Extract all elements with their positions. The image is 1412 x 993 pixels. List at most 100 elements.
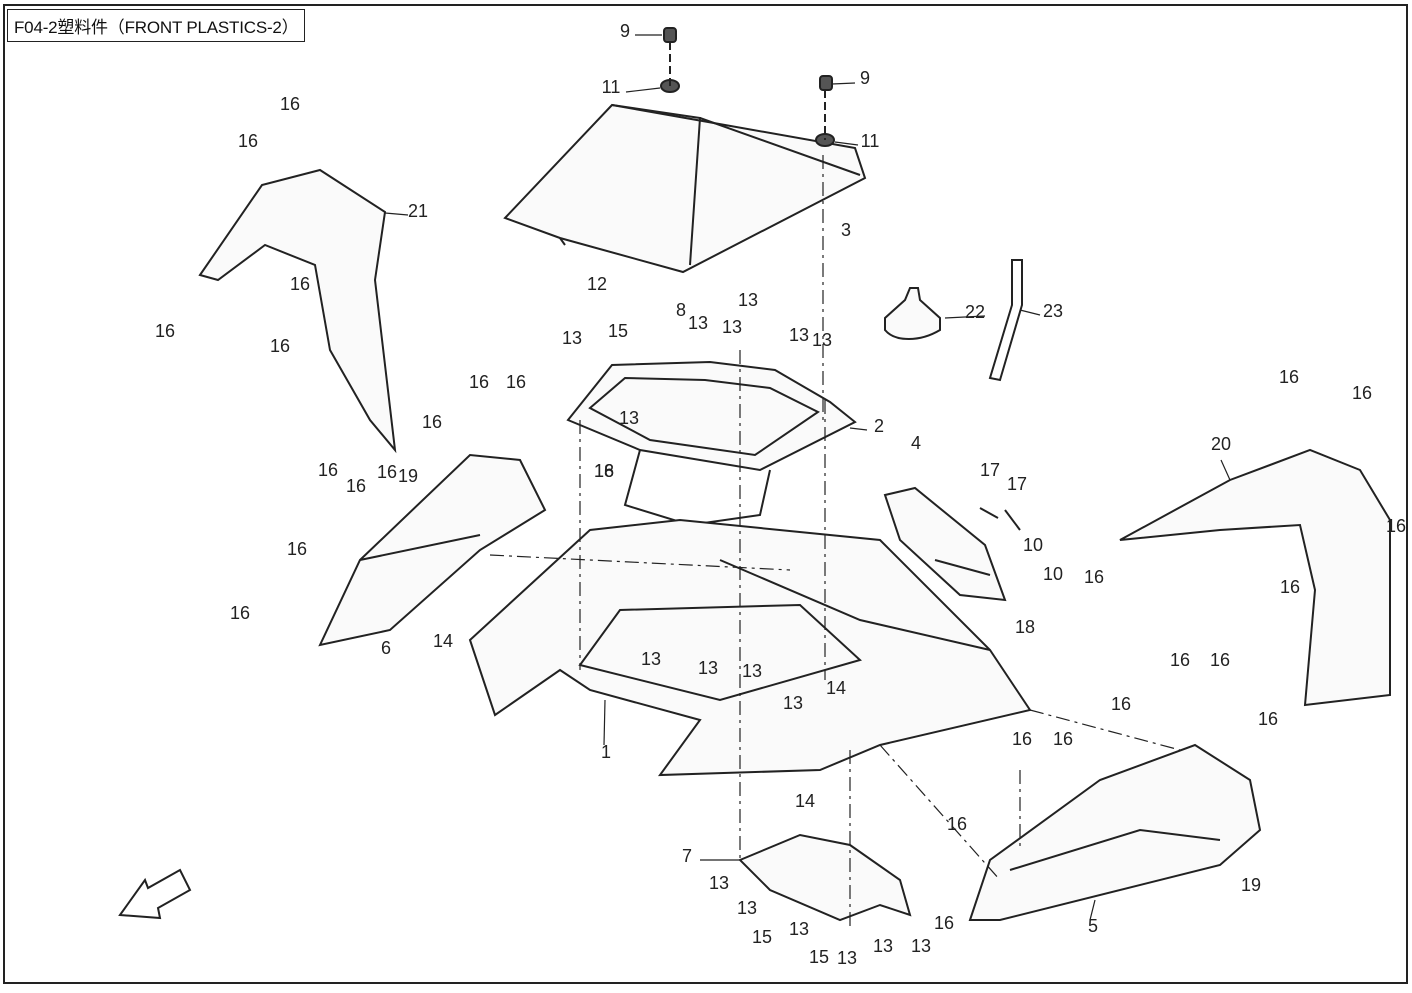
callout-label-9: 16	[155, 321, 175, 341]
callout-label-16: 13	[688, 313, 708, 333]
callout-label-42: 16	[1279, 367, 1299, 387]
part-9-11-bolts-right	[815, 75, 835, 147]
callout-label-64: 13	[737, 898, 757, 918]
callout-label-23: 23	[1043, 301, 1063, 321]
callout-label-21: 2	[874, 416, 884, 436]
callout-label-11: 16	[318, 460, 338, 480]
callout-label-59: 16	[1053, 729, 1073, 749]
callout-label-67: 15	[809, 947, 829, 967]
callout-label-43: 16	[1352, 383, 1372, 403]
leader-line-7	[849, 427, 868, 431]
callout-label-72: 16	[1258, 709, 1278, 729]
callout-label-53: 18	[1015, 617, 1035, 637]
callout-label-13: 8	[676, 300, 686, 320]
callout-label-12: 12	[587, 274, 607, 294]
callout-label-1: 11	[602, 77, 621, 97]
callout-label-70: 13	[911, 936, 931, 956]
callout-label-36: 14	[433, 631, 453, 651]
callout-label-6: 16	[238, 131, 258, 151]
callout-label-62: 7	[682, 846, 692, 866]
callout-label-0: 9	[620, 21, 630, 41]
leader-line-4	[384, 212, 409, 216]
part-7-lower-bracket	[738, 833, 912, 922]
leader-lines	[384, 34, 1231, 921]
callout-label-31: 16	[287, 539, 307, 559]
leader-line-3	[834, 141, 859, 146]
part-20-right-fender	[1119, 448, 1391, 707]
part-17-pins	[979, 507, 1021, 531]
callout-label-28: 16	[377, 462, 397, 482]
callout-label-57: 16	[1111, 694, 1131, 714]
callout-label-20: 13	[812, 330, 832, 350]
callout-label-8: 16	[290, 274, 310, 294]
callout-label-40: 10	[1023, 535, 1043, 555]
leader-line-6	[1019, 309, 1041, 316]
callout-label-48: 13	[641, 649, 661, 669]
leader-line-1	[625, 87, 661, 93]
callout-label-41: 10	[1043, 564, 1063, 584]
part-1-front-body	[468, 518, 1032, 777]
callout-label-34: 18	[594, 461, 614, 481]
callout-label-26: 16	[506, 372, 526, 392]
callout-label-14: 15	[608, 321, 628, 341]
callout-label-69: 13	[873, 936, 893, 956]
callout-label-68: 13	[837, 948, 857, 968]
leader-line-10	[1089, 899, 1096, 921]
part-6-left-side-panel	[318, 453, 547, 647]
callout-label-54: 1	[601, 742, 611, 762]
leader-line-9	[603, 699, 606, 746]
callout-label-45: 16	[1084, 567, 1104, 587]
callout-label-39: 17	[1007, 474, 1027, 494]
leader-line-8	[1220, 459, 1231, 481]
callout-label-50: 13	[742, 661, 762, 681]
diagram-title: F04-2塑料件（FRONT PLASTICS-2）	[7, 9, 306, 42]
callout-label-55: 16	[1170, 650, 1190, 670]
part-9-11-bolts-left	[660, 27, 680, 93]
outer-border	[3, 4, 1408, 984]
callout-label-24: 13	[619, 408, 639, 428]
part-23-hose	[988, 259, 1023, 382]
callout-label-3: 11	[861, 131, 880, 151]
callout-label-10: 16	[270, 336, 290, 356]
front-direction-arrow-icon	[118, 868, 192, 920]
callout-label-29: 16	[346, 476, 366, 496]
callout-label-51: 13	[783, 693, 803, 713]
callout-label-38: 17	[980, 460, 1000, 480]
part-21-left-fender	[198, 168, 397, 454]
callout-label-22: 22	[965, 302, 985, 322]
callout-label-56: 16	[1210, 650, 1230, 670]
callout-label-32: 16	[230, 603, 250, 623]
callout-label-71: 16	[934, 913, 954, 933]
callout-label-46: 16	[1280, 577, 1300, 597]
callout-label-4: 3	[841, 220, 851, 240]
leader-line-2	[831, 82, 856, 85]
callout-label-18: 13	[722, 317, 742, 337]
callout-label-60: 16	[947, 814, 967, 834]
part-5-right-side-panel	[968, 743, 1262, 921]
callout-label-47: 16	[1386, 516, 1406, 536]
callout-label-2: 9	[860, 68, 870, 88]
alignment-lines	[489, 155, 1181, 930]
callout-label-52: 14	[826, 678, 846, 698]
callout-label-65: 15	[752, 927, 772, 947]
callout-label-63: 13	[709, 873, 729, 893]
callout-label-19: 13	[789, 325, 809, 345]
leader-line-5	[944, 315, 986, 319]
callout-label-30: 19	[398, 466, 418, 486]
part-3-top-cover	[503, 103, 867, 274]
part-22-cap	[884, 287, 941, 340]
callout-label-15: 13	[562, 328, 582, 348]
callout-label-17: 13	[738, 290, 758, 310]
callout-label-58: 16	[1012, 729, 1032, 749]
callout-label-49: 13	[698, 658, 718, 678]
callout-label-74: 19	[1241, 875, 1261, 895]
callout-label-73: 5	[1088, 916, 1098, 936]
callout-label-5: 16	[280, 94, 300, 114]
callout-label-35: 6	[381, 638, 391, 658]
callout-label-37: 4	[911, 433, 921, 453]
callout-label-27: 16	[422, 412, 442, 432]
callout-label-61: 14	[795, 791, 815, 811]
